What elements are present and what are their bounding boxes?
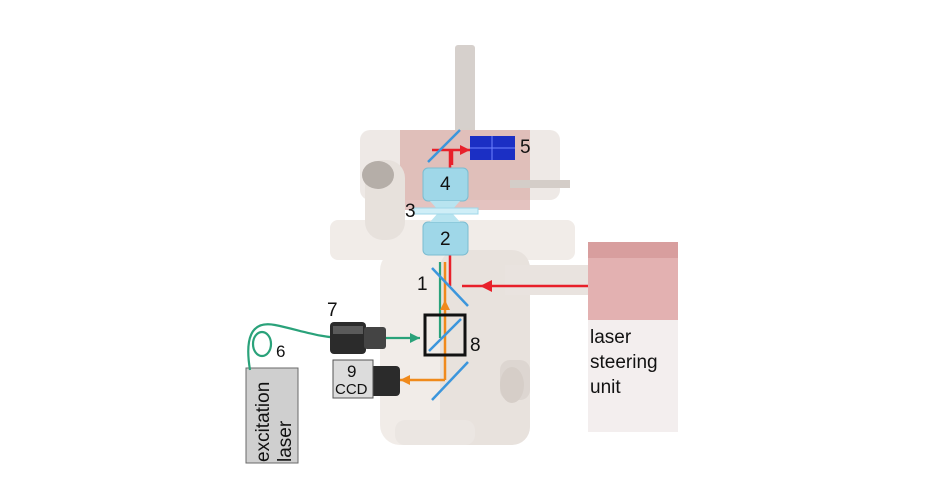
objective-2	[422, 213, 469, 256]
label-3: 3	[405, 201, 416, 222]
excitation-laser-box	[245, 367, 299, 464]
laser-steering-unit	[588, 242, 678, 432]
red-arrowhead-2	[460, 145, 470, 155]
red-arrowhead	[480, 280, 492, 292]
orange-arrowhead-left	[400, 375, 410, 385]
label-7: 7	[327, 300, 338, 321]
steering-label-line1: laser	[590, 327, 632, 348]
dichroic-cube-8	[423, 313, 467, 357]
steering-label-line2: steering	[590, 352, 658, 373]
label-9: 9	[347, 362, 356, 381]
label-5: 5	[520, 137, 531, 158]
label-1: 1	[417, 274, 428, 295]
excitation-label-line1: excitation	[253, 382, 274, 462]
label-4: 4	[440, 174, 451, 195]
green-arrowhead	[410, 333, 420, 343]
label-2: 2	[440, 229, 451, 250]
steering-label-line3: unit	[590, 377, 621, 398]
label-6: 6	[276, 342, 285, 361]
quadrant-detector-5	[470, 136, 515, 160]
ccd-camera	[332, 359, 400, 399]
label-8: 8	[470, 335, 481, 356]
mirrors	[427, 129, 469, 401]
fiber-collimator-7	[330, 322, 386, 354]
sample-slide-3	[413, 207, 479, 215]
excitation-label-line2: laser	[275, 420, 296, 462]
orange-arrowhead-up	[440, 300, 450, 310]
label-ccd: CCD	[335, 381, 368, 398]
